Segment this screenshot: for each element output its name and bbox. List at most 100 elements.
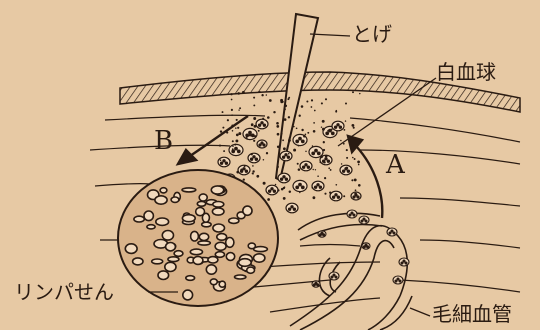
stipple-dot (297, 163, 299, 165)
lymph-node-shape (118, 170, 278, 306)
stipple-dot (357, 161, 360, 164)
stipple-dot (323, 141, 325, 143)
white-blood-cell (312, 181, 324, 191)
stipple-dot (344, 129, 346, 131)
white-blood-cell (330, 191, 342, 201)
stipple-dot (238, 132, 241, 135)
lymph-cell (182, 215, 195, 222)
stipple-dot (289, 190, 291, 192)
stipple-dot (220, 159, 222, 161)
stipple-dot (345, 167, 348, 170)
stipple-dot (236, 134, 239, 137)
capillary-cell (359, 216, 369, 224)
stipple-dot (276, 166, 278, 168)
stipple-dot (289, 137, 291, 139)
stipple-dot (330, 169, 332, 171)
label-thorn: とげ (352, 24, 392, 44)
stipple-dot (312, 169, 313, 170)
stipple-dot (288, 153, 290, 155)
stipple-dot (288, 140, 290, 142)
stipple-dot (231, 109, 233, 111)
lymph-cell (210, 279, 217, 285)
stipple-dot (354, 193, 357, 196)
lymph-cell (217, 234, 227, 241)
white-blood-cell (293, 180, 307, 191)
lymph-cell (152, 259, 163, 264)
label-arrow-b: B (154, 128, 173, 154)
stipple-dot (266, 94, 268, 96)
stipple-dot (335, 184, 337, 186)
stipple-dot (293, 149, 296, 152)
lymph-cell (160, 188, 167, 193)
lymph-cell (133, 258, 143, 265)
lymph-cell (199, 194, 207, 201)
stipple-dot (230, 93, 232, 95)
stipple-dot (227, 119, 229, 121)
lymph-cell (174, 251, 183, 257)
stipple-dot (331, 128, 333, 130)
stipple-dot (303, 135, 306, 138)
lymph-cell (183, 290, 193, 300)
stipple-dot (311, 99, 313, 101)
lymph-cell (243, 206, 252, 215)
stipple-dot (234, 144, 236, 146)
white-blood-cell (280, 151, 292, 161)
stipple-dot (359, 93, 360, 94)
stipple-dot (235, 127, 237, 129)
stipple-dot (232, 148, 234, 150)
lymph-cell (165, 262, 176, 271)
lymph-cell (156, 218, 169, 225)
lymph-cell (247, 267, 255, 273)
lymph-cell (226, 253, 234, 261)
stipple-dot (320, 155, 323, 158)
stipple-dot (346, 149, 348, 151)
stipple-dot (277, 145, 280, 148)
stipple-dot (312, 187, 314, 189)
stipple-dot (237, 127, 239, 129)
stipple-dot (222, 111, 224, 113)
arrow-a (348, 136, 382, 218)
capillary-cell (329, 272, 339, 280)
stipple-dot (305, 151, 306, 152)
stipple-dot (262, 118, 264, 120)
stipple-dot (343, 195, 345, 197)
lymph-cell (199, 233, 208, 240)
stipple-dot (238, 109, 239, 110)
stipple-dot (358, 164, 360, 166)
white-blood-cell (278, 173, 290, 183)
stipple-dot (220, 130, 222, 132)
lymph-cell (213, 202, 224, 208)
stipple-dot (335, 111, 337, 113)
capillary-cell (393, 276, 403, 284)
white-blood-cell (300, 161, 312, 171)
label-capillary: 毛細血管 (432, 304, 512, 324)
stipple-dot (275, 184, 277, 186)
lymph-cell (202, 222, 211, 227)
lymph-cell (226, 238, 234, 248)
lymph-cell (197, 201, 205, 206)
lymph-cell (147, 225, 155, 229)
stipple-dot (253, 117, 256, 120)
lymph-cell (166, 243, 176, 251)
stipple-dot (252, 172, 254, 174)
stipple-dot (328, 167, 330, 169)
label-white-blood-cell: 白血球 (436, 62, 496, 82)
stipple-dot (305, 134, 307, 136)
lymph-cell (198, 241, 210, 245)
stipple-dot (301, 105, 304, 108)
stipple-dot (307, 132, 309, 134)
stipple-dot (283, 147, 286, 150)
stipple-dot (314, 110, 316, 112)
stipple-dot (251, 124, 253, 126)
stipple-dot (287, 98, 289, 100)
lymph-cell (162, 231, 173, 241)
white-blood-cell (286, 203, 298, 213)
capillary-cell (347, 210, 357, 218)
stipple-dot (283, 197, 286, 200)
white-blood-cell (248, 153, 260, 163)
lymph-cell (125, 244, 137, 254)
stipple-dot (351, 124, 354, 127)
stipple-dot (258, 130, 260, 132)
stipple-dot (253, 97, 255, 99)
